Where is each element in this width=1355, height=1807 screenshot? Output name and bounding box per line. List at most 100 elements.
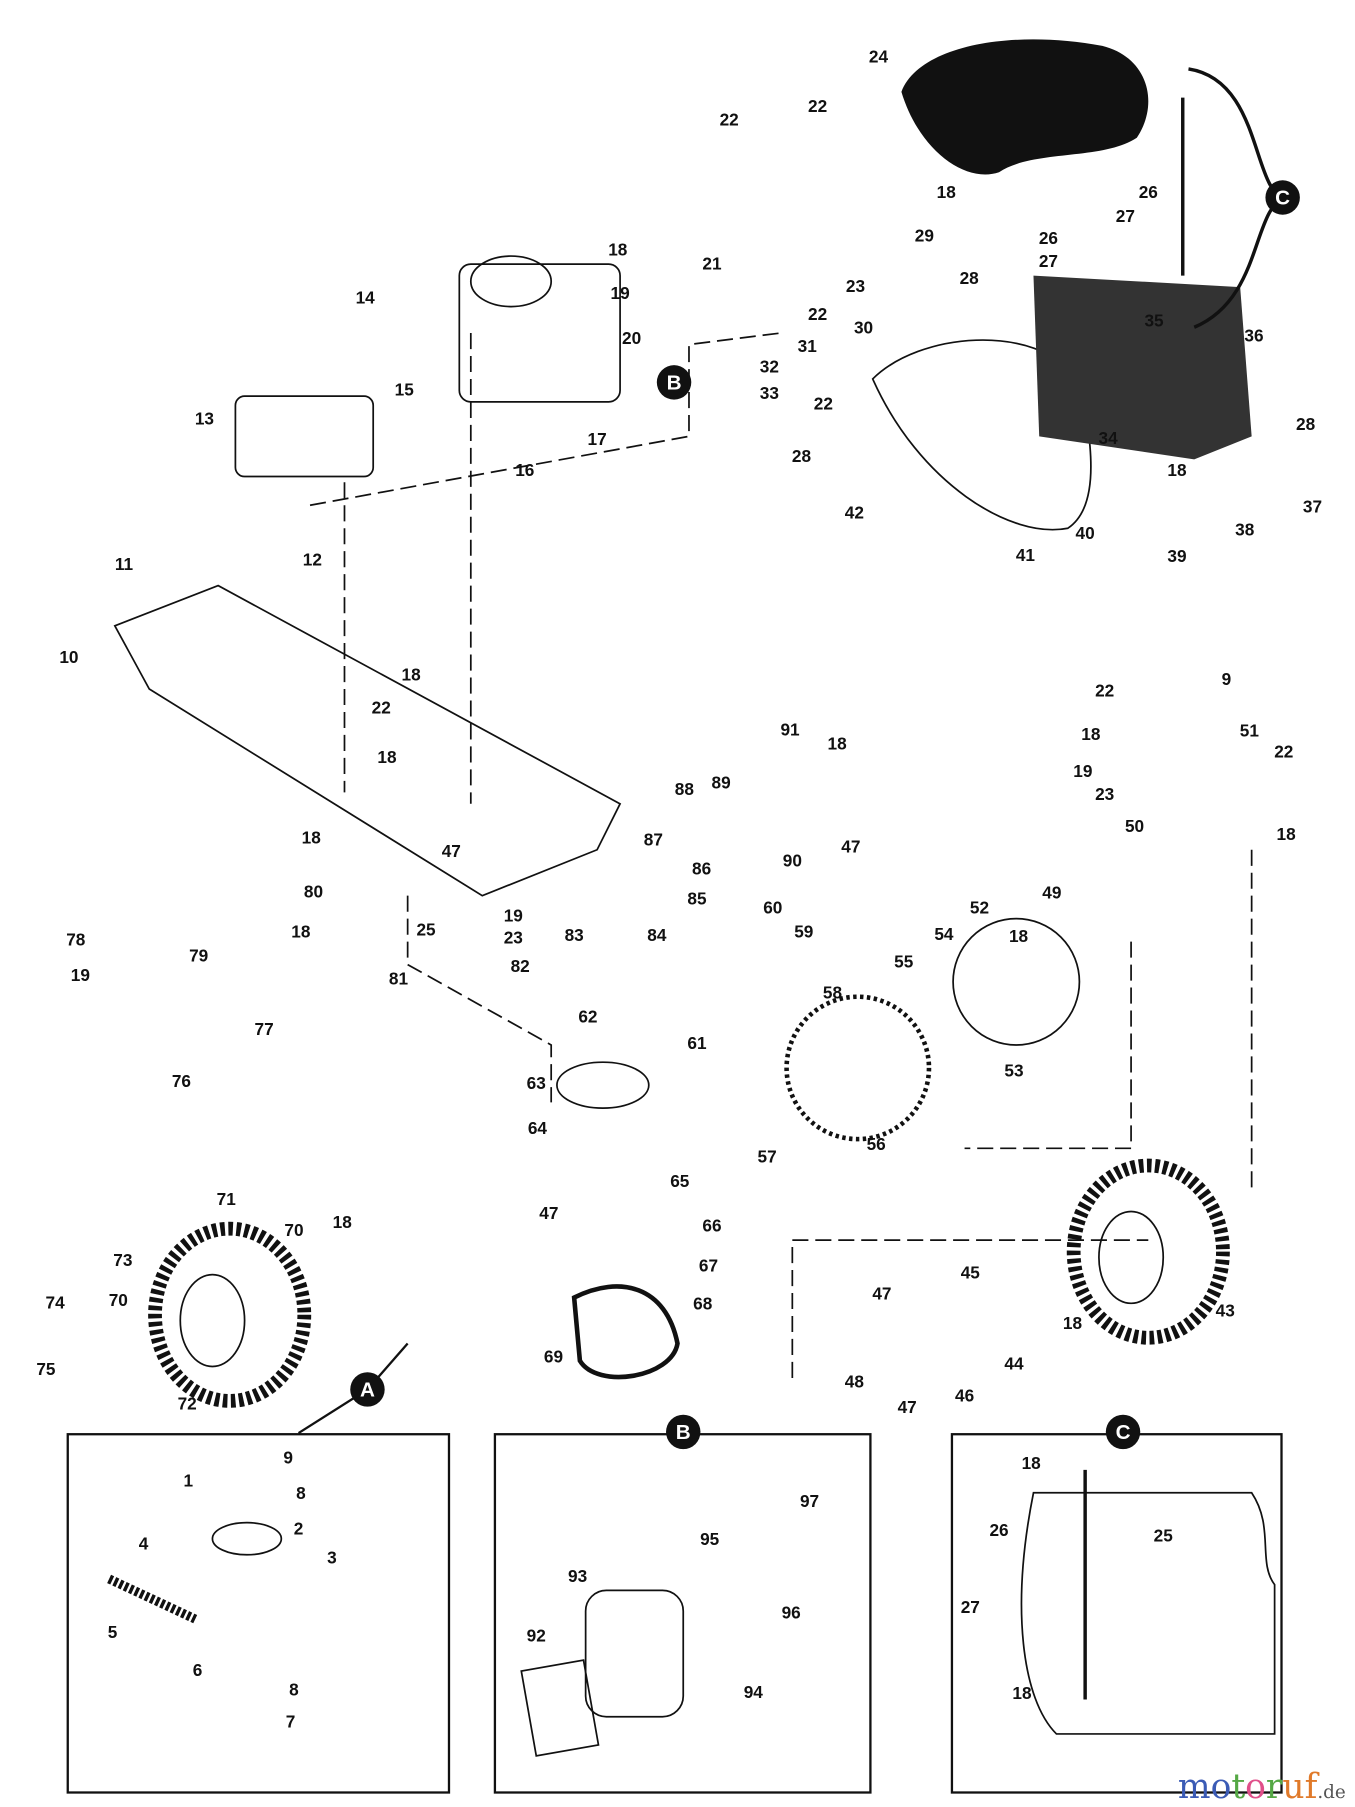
inset-part-label: 96 [781,1603,801,1624]
inset-part-label: 93 [568,1566,588,1587]
part-label: 40 [1075,524,1095,544]
part-label: 22 [1095,681,1115,702]
part-label: 23 [503,928,523,948]
left-tire-shape [148,1221,312,1408]
part-label: 67 [698,1256,719,1277]
part-label: 56 [866,1135,886,1155]
inset-part-label: 27 [960,1597,980,1618]
part-label: 18 [1062,1314,1083,1334]
watermark-letter: o [1210,1767,1232,1807]
part-label: 47 [897,1398,917,1418]
engine-flywheel-shape [469,255,553,308]
inset-part-label: 4 [138,1534,149,1555]
part-label: 18 [401,665,421,685]
part-label: 70 [284,1221,304,1241]
brake-drum-shape [952,917,1081,1046]
part-label: 90 [782,851,802,871]
inset-part-label: 94 [743,1682,763,1703]
watermark-letter: t [1231,1767,1246,1807]
assembly-line [964,941,1132,1150]
part-label: 54 [934,924,954,945]
part-label: 47 [841,837,861,858]
callout-c: C [1265,180,1300,215]
part-label: 85 [687,889,707,909]
inset-part-label: 3 [327,1548,337,1569]
part-label: 37 [1302,497,1323,518]
part-label: 23 [1095,784,1115,805]
part-label: 18 [1008,927,1029,947]
part-label: 89 [711,773,731,793]
sprocket-shape [784,994,932,1142]
part-label: 47 [539,1203,559,1224]
part-label: 22 [808,97,828,117]
part-label: 70 [108,1291,128,1311]
engine-shape [458,263,621,403]
part-label: 88 [674,780,694,800]
part-label: 60 [763,898,783,919]
part-label: 22 [1274,742,1294,762]
watermark-logo: motoruf.de [1178,1767,1346,1807]
transmission-shape [234,395,375,478]
hood-shape [1033,275,1252,460]
part-label: 47 [441,842,461,862]
part-label: 87 [643,830,663,851]
part-label: 18 [332,1213,352,1233]
part-label: 50 [1124,817,1145,837]
belt-shape [571,1284,680,1380]
part-label: 22 [813,394,833,414]
inset-a-box [66,1433,451,1794]
watermark-letter: o [1245,1767,1266,1807]
callout-a: A [350,1372,385,1407]
part-label: 49 [1042,883,1062,904]
part-label: 26 [1138,183,1158,203]
inset-part-label: 95 [700,1530,720,1550]
part-label: 11 [114,555,134,575]
part-label: 28 [959,269,979,289]
part-label: 86 [692,859,712,880]
inset-part-label: 5 [107,1623,118,1643]
left-tire-shape-rim [179,1273,246,1368]
inset-part-label: 7 [285,1712,296,1733]
part-label: 55 [894,952,914,973]
part-label: 65 [670,1171,690,1192]
part-label: 22 [371,698,391,719]
part-label: 18 [301,828,321,849]
part-label: 58 [822,983,843,1004]
part-label: 19 [70,966,90,986]
inset-c-box [950,1433,1283,1794]
part-label: 80 [303,882,324,902]
watermark-text: motoruf [1178,1767,1317,1807]
part-label: 64 [527,1119,547,1139]
inset-part-label: 8 [289,1680,299,1701]
part-label: 41 [1015,546,1036,566]
inset-part-label: 18 [1021,1454,1041,1474]
part-label: 21 [702,254,722,274]
part-label: 48 [844,1372,864,1393]
part-label: 43 [1215,1301,1235,1322]
part-label: 47 [872,1284,892,1304]
callout-b: B [656,365,692,400]
part-label: 36 [1244,326,1264,347]
part-label: 66 [702,1216,722,1237]
part-label: 34 [1098,428,1118,449]
part-label: 18 [1167,461,1187,481]
part-label: 27 [1038,252,1058,272]
part-label: 45 [960,1263,980,1284]
inset-part-label: 18 [1012,1683,1032,1704]
part-label: 73 [113,1251,133,1271]
part-label: 32 [759,357,779,378]
part-label: 14 [355,288,375,309]
part-label: 84 [647,926,667,946]
part-label: 35 [1144,311,1164,332]
part-label: 28 [791,447,812,467]
spring-shape [107,1574,198,1624]
part-label: 91 [780,720,800,741]
part-label: 12 [302,550,322,571]
part-label: 27 [1115,207,1135,227]
part-label: 72 [177,1394,197,1415]
inset-part-label: 9 [283,1448,294,1469]
inset-part-label: 25 [1153,1526,1173,1547]
part-label: 42 [844,503,864,524]
watermark-letter: f [1304,1767,1318,1807]
